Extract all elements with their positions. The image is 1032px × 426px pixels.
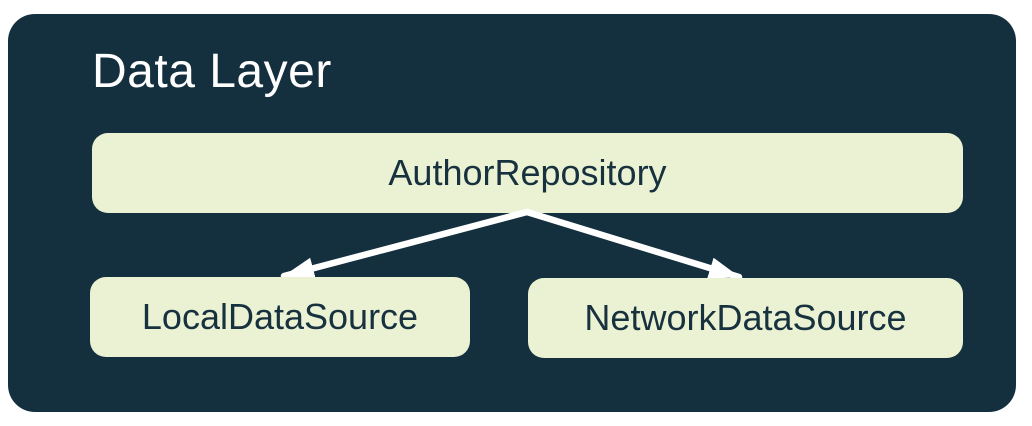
node-network-data-source-label: NetworkDataSource	[584, 297, 907, 338]
data-layer-frame: Data Layer AuthorRepository LocalDataSou…	[8, 14, 1016, 412]
node-local-data-source: LocalDataSource	[90, 277, 470, 357]
arrow-repository-to-local	[280, 208, 531, 280]
node-local-data-source-label: LocalDataSource	[141, 296, 419, 337]
node-author-repository: AuthorRepository	[92, 133, 963, 213]
arrow-repository-to-network	[523, 208, 743, 281]
diagram-title: Data Layer	[92, 45, 332, 98]
node-network-data-source: NetworkDataSource	[528, 278, 963, 358]
node-author-repository-label: AuthorRepository	[388, 152, 667, 193]
